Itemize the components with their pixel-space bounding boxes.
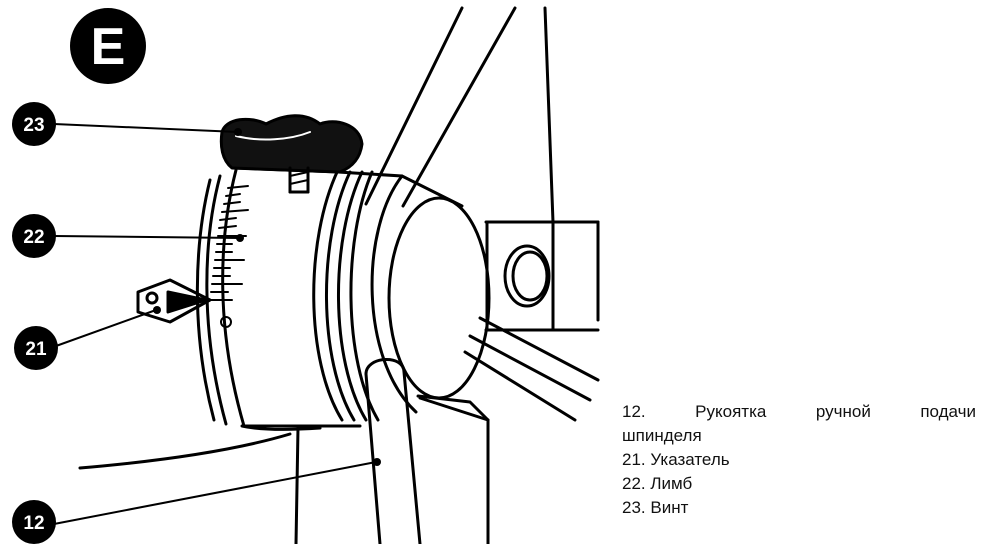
side-boss <box>503 244 551 308</box>
drum-face <box>370 174 491 422</box>
machine-column <box>484 6 600 332</box>
svg-text:23: 23 <box>23 115 44 136</box>
callout-12: 12 <box>12 500 56 544</box>
feed-handle <box>364 358 422 544</box>
callout-21: 21 <box>14 326 58 370</box>
clamp-screw <box>219 114 364 194</box>
svg-text:12: 12 <box>23 513 44 534</box>
hub-drum <box>195 166 464 431</box>
pointer-indicator <box>136 278 212 324</box>
legend-item-12-line2: шпинделя <box>622 426 702 445</box>
legend-item-23: 23. Винт <box>622 498 689 517</box>
legend-item-22: 22. Лимб <box>622 474 693 493</box>
cable <box>78 432 292 470</box>
svg-text:21: 21 <box>25 339 47 360</box>
dial-graduations <box>210 185 249 328</box>
callout-23: 23 <box>12 102 56 146</box>
parts-legend: 12. Рукоятка ручной подачи шпинделя 21. … <box>622 400 976 520</box>
callout-22: 22 <box>12 214 56 258</box>
svg-text:E: E <box>91 18 126 76</box>
leader-dots <box>153 128 381 466</box>
section-badge: E <box>70 8 146 84</box>
hub-stand <box>294 396 490 544</box>
svg-text:22: 22 <box>23 227 44 248</box>
lower-spoke <box>463 316 600 422</box>
legend-item-12-line1: 12. Рукоятка ручной подачи <box>622 402 976 421</box>
upper-spoke <box>364 6 517 208</box>
legend-item-21: 21. Указатель <box>622 450 730 469</box>
leader-lines <box>53 123 377 525</box>
